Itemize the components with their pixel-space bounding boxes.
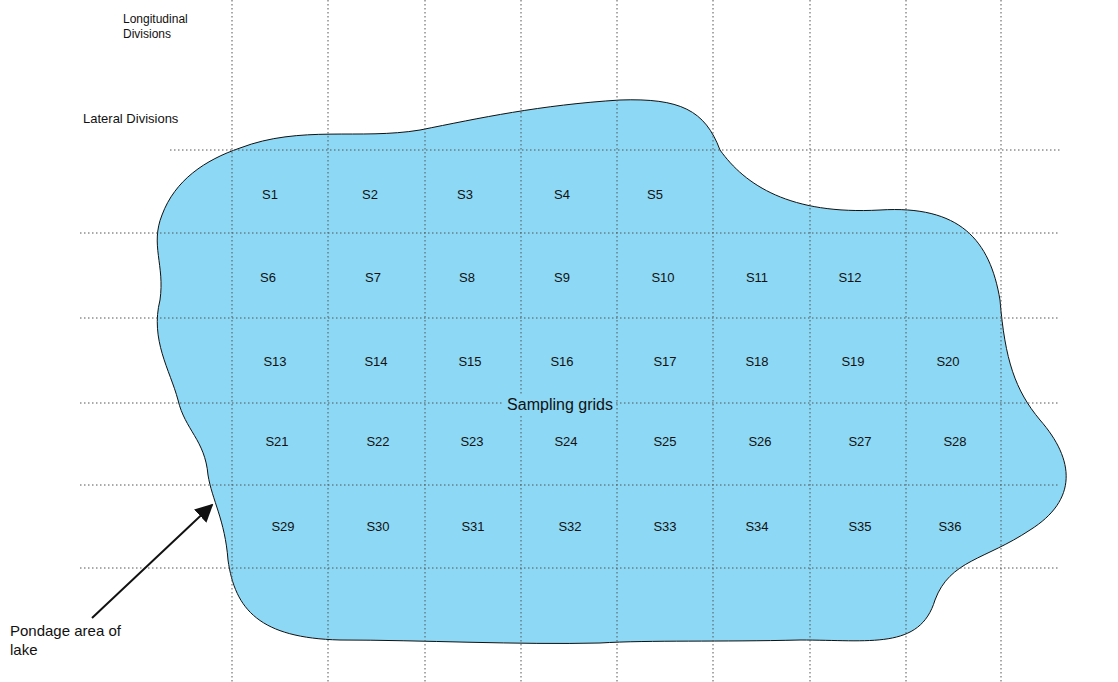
- grid-label: S7: [365, 270, 381, 286]
- annotation-label: Longitudinal Divisions: [123, 12, 213, 42]
- annotation-label: Sampling grids: [504, 395, 616, 415]
- grid-label: S6: [260, 270, 276, 286]
- annotation-label: Lateral Divisions: [83, 111, 193, 127]
- grid-label: S4: [554, 187, 570, 203]
- grid-label: S11: [746, 270, 768, 286]
- grid-label: S3: [457, 187, 473, 203]
- grid-label: S30: [366, 519, 389, 535]
- grid-label: S2: [362, 187, 378, 203]
- grid-label: S26: [748, 434, 771, 450]
- lake-outline: [157, 100, 1066, 644]
- grid-label: S24: [554, 434, 577, 450]
- pointer-arrow: [92, 505, 212, 618]
- grid-label: S15: [458, 354, 481, 370]
- grid-label: S22: [366, 434, 389, 450]
- grid-label: S17: [653, 354, 676, 370]
- grid-label: S27: [848, 434, 871, 450]
- grid-label: S21: [265, 434, 288, 450]
- grid-label: S18: [745, 354, 768, 370]
- grid-label: S5: [647, 187, 663, 203]
- grid-label: S10: [651, 270, 674, 286]
- grid-label: S36: [938, 519, 961, 535]
- grid-label: S1: [262, 187, 278, 203]
- grid-label: S9: [554, 270, 570, 286]
- grid-label: S16: [550, 354, 573, 370]
- grid-label: S14: [364, 354, 387, 370]
- grid-label: S34: [745, 519, 768, 535]
- grid-label: S25: [653, 434, 676, 450]
- grid-label: S13: [263, 354, 286, 370]
- grid-label: S28: [943, 434, 966, 450]
- grid-label: S12: [838, 270, 861, 286]
- grid-label: S23: [460, 434, 483, 450]
- grid-label: S20: [936, 354, 959, 370]
- grid-label: S8: [459, 270, 475, 286]
- grid-label: S29: [271, 519, 294, 535]
- grid-label: S19: [841, 354, 864, 370]
- grid-lines: [80, 0, 1060, 682]
- annotation-label: Pondage area of lake: [10, 622, 145, 660]
- grid-label: S32: [558, 519, 581, 535]
- grid-label: S31: [461, 519, 484, 535]
- grid-label: S33: [653, 519, 676, 535]
- grid-label: S35: [848, 519, 871, 535]
